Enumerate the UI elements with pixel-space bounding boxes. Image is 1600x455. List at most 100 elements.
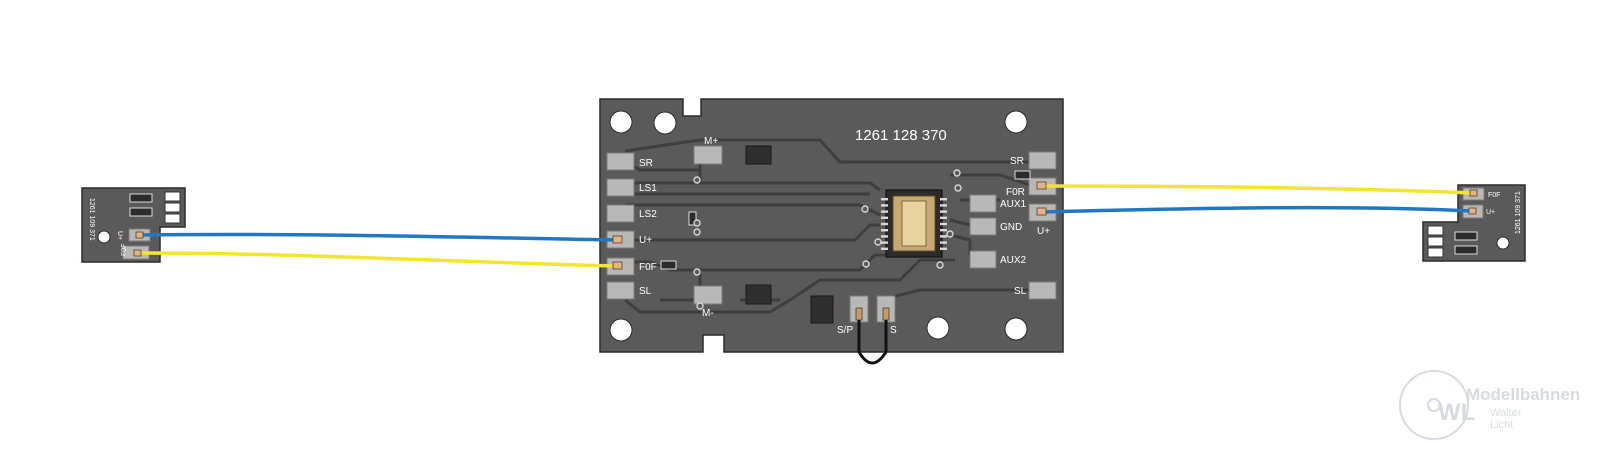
mounting-hole xyxy=(609,110,633,134)
connector-pin xyxy=(881,198,888,201)
connector-pin xyxy=(881,210,888,213)
label-gnd: GND xyxy=(1000,222,1022,233)
connector-pin xyxy=(881,235,888,238)
label-sl-left: SL xyxy=(639,286,652,297)
pad-sr-left xyxy=(606,152,635,171)
pad-sp-contact xyxy=(855,307,863,321)
connector-pin xyxy=(881,216,888,219)
pad-sl-right xyxy=(1028,281,1057,300)
capacitor xyxy=(810,295,834,324)
mounting-hole xyxy=(609,318,633,342)
mounting-hole xyxy=(653,111,677,135)
smd-part xyxy=(129,207,153,217)
label-sp: S/P xyxy=(837,325,853,336)
left-label-f0f: F0F xyxy=(121,244,128,256)
via xyxy=(693,176,701,184)
mounting-hole xyxy=(1004,317,1028,341)
pad-sr-right xyxy=(1028,151,1057,170)
smd-part xyxy=(129,193,153,203)
decoder-connector xyxy=(881,189,947,258)
solder-point xyxy=(612,261,623,270)
connector-pin xyxy=(940,210,947,213)
connector-pin xyxy=(940,247,947,250)
diode xyxy=(745,284,772,305)
label-sr-left: SR xyxy=(639,158,653,169)
connector-pin xyxy=(940,222,947,226)
connector-pin xyxy=(881,204,888,207)
solder-point xyxy=(1036,181,1047,190)
smd-part xyxy=(1427,247,1444,258)
left-board-outline xyxy=(81,187,186,263)
via xyxy=(693,268,701,276)
wire-blue-right xyxy=(1042,205,1473,214)
wire-yellow-right xyxy=(1042,184,1474,195)
pad-m-plus xyxy=(693,145,723,165)
smd-part xyxy=(1427,236,1444,247)
pad-aux1 xyxy=(969,194,997,213)
via xyxy=(861,205,869,213)
watermark: Modellbahnen WL Walter Licht xyxy=(1399,370,1580,440)
label-f0r: F0R xyxy=(1006,187,1025,198)
diode xyxy=(745,145,772,165)
solder-point xyxy=(1036,207,1047,216)
connector-pin xyxy=(881,222,888,226)
smd-part xyxy=(164,191,181,202)
pad-s-contact xyxy=(882,307,890,321)
via xyxy=(946,230,954,238)
resistor xyxy=(660,260,677,270)
watermark-logo-hub xyxy=(1427,398,1441,412)
left-board: 1261 109 371 U+ F0F xyxy=(81,187,186,263)
jumper-wire xyxy=(857,320,888,365)
connector-pin xyxy=(881,247,888,250)
smd-part xyxy=(164,202,181,213)
watermark-line1: Modellbahnen xyxy=(1466,385,1580,404)
via xyxy=(693,228,701,236)
solder-point xyxy=(1468,207,1477,215)
mounting-hole xyxy=(97,230,111,244)
via xyxy=(693,219,701,227)
pad-sl-left xyxy=(606,281,635,300)
wire-yellow-left xyxy=(137,251,619,268)
connector-pin xyxy=(940,229,947,232)
label-sl-right: SL xyxy=(1014,286,1027,297)
pad-ls1 xyxy=(606,178,635,197)
label-ls1: LS1 xyxy=(639,183,657,194)
mounting-hole xyxy=(1496,236,1510,250)
pad-m-minus xyxy=(693,285,723,305)
via xyxy=(953,169,961,177)
via xyxy=(862,260,870,268)
resistor xyxy=(688,211,697,226)
left-board-part-number: 1261 109 371 xyxy=(88,198,95,241)
wires xyxy=(133,181,1478,270)
connector-pin xyxy=(940,235,947,238)
connector-pin xyxy=(940,241,947,244)
right-label-u-plus: U+ xyxy=(1486,209,1495,216)
pad-ls2 xyxy=(606,204,635,223)
via xyxy=(874,238,882,246)
watermark-monogram: WL xyxy=(1438,399,1475,426)
label-m-minus: M- xyxy=(702,308,714,319)
via xyxy=(696,302,704,310)
connector-pin xyxy=(940,216,947,219)
connector-pin xyxy=(881,229,888,232)
wire-blue-left xyxy=(139,232,619,242)
solder-point xyxy=(133,249,142,257)
label-aux1: AUX1 xyxy=(1000,199,1027,210)
connector-pin xyxy=(940,204,947,207)
via xyxy=(936,261,944,269)
label-aux2: AUX2 xyxy=(1000,255,1027,266)
connector-pin xyxy=(881,241,888,244)
label-ls2: LS2 xyxy=(639,209,657,220)
main-board-part-number: 1261 128 370 xyxy=(855,127,947,144)
via xyxy=(954,184,962,192)
smd-part xyxy=(1427,225,1444,236)
label-f0f: F0F xyxy=(639,262,657,273)
label-u-plus-right: U+ xyxy=(1037,226,1050,237)
mounting-hole xyxy=(926,316,950,340)
connector-pin xyxy=(940,198,947,201)
smd-part xyxy=(1454,231,1478,241)
solder-point xyxy=(135,231,144,239)
right-label-f0f: F0F xyxy=(1488,192,1500,199)
